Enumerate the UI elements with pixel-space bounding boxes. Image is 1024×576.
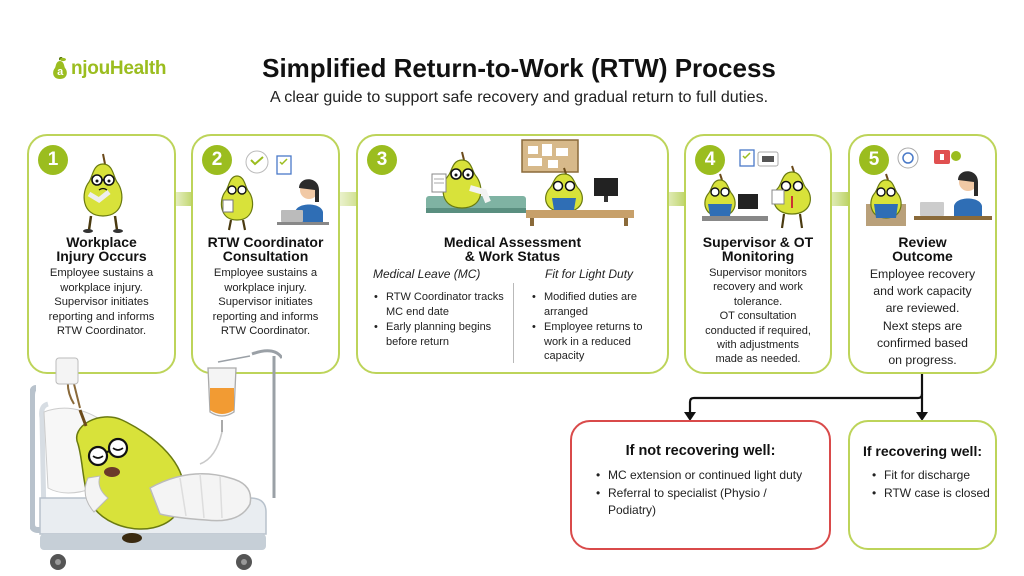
step-body-line: recovery and work: [713, 281, 803, 294]
step-body-line: confirmed based: [877, 335, 968, 350]
page-subtitle: A clear guide to support safe recovery a…: [269, 89, 769, 106]
medical-leave-heading: Medical Leave (MC): [373, 267, 481, 281]
step-body-line: reporting and informs: [212, 310, 319, 323]
supervisor-monitoring-icon: [702, 149, 811, 229]
medical-leave-list: RTW Coordinator tracks MC end date Early…: [372, 290, 507, 350]
step-card-3: 3 Medical Assessment & Work Status Medic…: [356, 134, 669, 374]
anjou-health-logo: a njouHealth: [50, 57, 166, 81]
light-duty-heading: Fit for Light Duty: [545, 267, 634, 281]
list-item: MC extension or continued light duty: [594, 467, 816, 484]
step-body-line: tolerance.: [733, 295, 783, 308]
step-card-2: 2 RTW Coordinator Consultation Employee …: [191, 134, 340, 374]
hospital-bed-pear-icon: [30, 349, 282, 570]
step-body-line: workplace injury.: [60, 281, 143, 294]
step-body-line: Supervisor initiates: [54, 296, 149, 309]
step-body-line: Employee sustains a: [213, 267, 318, 279]
list-item: Employee returns to work in a reduced ca…: [530, 320, 660, 364]
outcome-recovering: If recovering well: Fit for discharge RT…: [848, 420, 997, 550]
list-item: Referral to specialist (Physio / Podiatr…: [594, 485, 816, 519]
step-card-5: 5 Review Outcome Employee recovery and w…: [848, 134, 997, 374]
step-title: & Work Status: [464, 248, 561, 264]
step-title: RTW Coordinator: [207, 234, 324, 250]
light-duty-desk-icon: [521, 139, 634, 226]
step-title: Supervisor & OT: [702, 234, 814, 250]
step-body-line: OT consultation: [719, 310, 797, 323]
injured-pear-mascot-icon: [83, 153, 123, 233]
step-title: Workplace: [66, 234, 137, 250]
outcome-not-recovering: If not recovering well: MC extension or …: [570, 420, 831, 550]
outcome-list: MC extension or continued light duty Ref…: [594, 467, 816, 520]
list-item: RTW case is closed: [870, 485, 990, 502]
outcome-title: If not recovering well:: [625, 443, 776, 459]
step-title: Outcome: [892, 248, 953, 264]
page-title: Simplified Return-to-Work (RTW) Process: [262, 53, 776, 83]
pear-logo-icon: a: [53, 57, 67, 79]
step-body-line: Employee sustains a: [49, 267, 154, 279]
step-body-line: made as needed.: [715, 353, 801, 366]
step-number-badge: 2: [202, 145, 232, 175]
step-title: Injury Occurs: [56, 248, 147, 264]
step-number-badge: 4: [695, 145, 725, 175]
light-duty-list: Modified duties are arranged Employee re…: [530, 290, 660, 365]
branch-connector: [684, 374, 928, 421]
step-body-line: RTW Coordinator.: [56, 325, 147, 338]
step-title: Consultation: [222, 248, 309, 264]
step-number-badge: 1: [38, 145, 68, 175]
list-item: Modified duties are arranged: [530, 290, 660, 319]
medical-assessment-icon: [426, 151, 526, 213]
list-item: Early planning begins before return: [372, 320, 507, 349]
step-card-4: 4 Supervisor & OT Monitoring Supervisor …: [684, 134, 832, 374]
step-body-line: with adjustments: [717, 339, 799, 352]
step-body-line: RTW Coordinator.: [220, 325, 311, 338]
outcome-title: If recovering well:: [862, 443, 983, 459]
list-item: Fit for discharge: [870, 467, 990, 484]
step-body-line: conducted if required,: [705, 324, 811, 337]
step-card-1: 1 Workplace Injury Occurs Employee susta…: [27, 134, 176, 374]
step-title: Monitoring: [721, 248, 795, 264]
step-body-line: and work capacity: [873, 284, 972, 299]
step-body-line: Employee recovery: [869, 267, 976, 281]
logo-text: njouHealth: [71, 58, 167, 79]
outcome-list: Fit for discharge RTW case is closed: [870, 467, 990, 503]
coordinator-consultation-icon: [220, 150, 329, 231]
svg-text:a: a: [57, 66, 64, 78]
step-body-line: Supervisor initiates: [218, 296, 313, 309]
column-divider: [513, 283, 514, 363]
step-title: Medical Assessment: [443, 234, 582, 250]
step-title: Review: [898, 234, 947, 250]
step-number-badge: 5: [859, 145, 889, 175]
review-outcome-icon: [866, 147, 992, 226]
step-body-line: are reviewed.: [885, 301, 960, 316]
step-body-line: on progress.: [888, 353, 957, 368]
step-body-line: workplace injury.: [224, 281, 307, 294]
step-body-line: Next steps are: [882, 318, 963, 333]
step-body-line: Supervisor monitors: [709, 267, 807, 279]
step-number-badge: 3: [367, 145, 397, 175]
step-body-line: reporting and informs: [48, 310, 155, 323]
iv-drip-icon: [199, 349, 282, 498]
list-item: RTW Coordinator tracks MC end date: [372, 290, 507, 319]
